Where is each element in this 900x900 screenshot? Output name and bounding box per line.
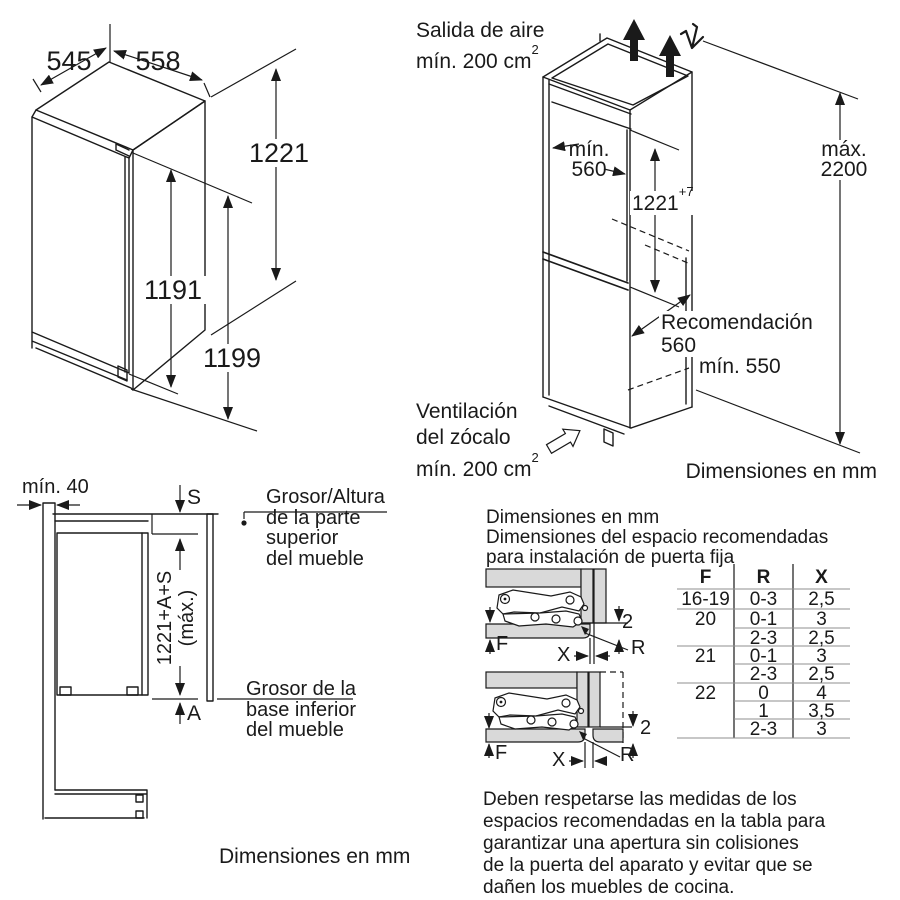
table-header-x: X	[815, 567, 828, 588]
dim-height-total: 1221	[240, 139, 318, 167]
table-grid	[677, 564, 850, 739]
hinge2-gap-label: 2	[640, 717, 652, 739]
table-cell: 2-3	[749, 719, 778, 740]
base-thickness-label: A	[187, 702, 202, 725]
dim-depth: 545	[46, 46, 92, 76]
bottom-note: Grosor de la base inferior del mueble	[246, 678, 357, 741]
hinge2-radius-label: R	[620, 744, 635, 766]
table-cell: 3,5	[808, 701, 835, 722]
table-cell: 2-3	[749, 664, 778, 685]
table-header-f: F	[699, 567, 712, 588]
door-table-title: Dimensiones en mm Dimensiones del espaci…	[486, 507, 829, 568]
block-arrow-icon	[545, 428, 581, 455]
table-cell: 0-3	[749, 589, 778, 610]
niche-height-label: 1221+7	[630, 184, 696, 216]
hinge-detail-bottom	[484, 671, 638, 768]
table-cell: 22	[694, 683, 717, 704]
arrow-up-icon	[623, 19, 645, 61]
depth-recommendation-label: Recomendación 560	[659, 311, 815, 357]
niche-width-label: mín. 560	[568, 138, 610, 181]
table-cell: 16-19	[681, 589, 730, 610]
dim-width: 558	[135, 46, 181, 76]
hinge-detail-top	[485, 568, 629, 664]
table-cell: 0-1	[749, 646, 778, 667]
air-outlet-label: Salida de aire mín. 200 cm2	[416, 18, 544, 74]
table-cell: 3	[816, 719, 827, 740]
dim-door-height: 1191	[134, 276, 212, 304]
hinge1-door-thickness-label: F	[496, 633, 509, 655]
table-cell: 3	[816, 609, 827, 630]
max-height-label: máx. 2200	[800, 139, 888, 180]
wall-min-label: mín. 40	[22, 476, 89, 498]
depth-min-label: mín. 550	[697, 355, 783, 379]
table-cell: 3	[816, 646, 827, 667]
hinge2-door-thickness-label: F	[495, 742, 508, 764]
table-cell: 2,5	[808, 628, 835, 649]
plinth-vent-label: Ventilación del zócalo mín. 200 cm2	[416, 400, 539, 481]
niche-isometric	[542, 19, 861, 455]
stack-dimension-label: 1221+A+S (máx.)	[154, 570, 198, 666]
table-header-r: R	[756, 567, 771, 588]
air-flow-icon	[679, 22, 705, 50]
table-cell: 2,5	[808, 664, 835, 685]
hinge2-side-gap-label: X	[552, 749, 566, 771]
table-cell: 0	[758, 683, 769, 704]
units-note-niche: Dimensiones en mm	[685, 460, 877, 483]
air-outlet-line1: Salida de aire	[416, 19, 545, 42]
table-cell: 0-1	[749, 609, 778, 630]
section-drawing	[17, 485, 387, 820]
table-cell: 1	[758, 701, 769, 722]
top-note: Grosor/Altura de la parte superior del m…	[266, 486, 385, 570]
appliance-isometric	[31, 24, 297, 432]
table-cell: 2,5	[808, 589, 835, 610]
table-cell: 21	[694, 646, 717, 667]
arrow-up-icon	[659, 35, 681, 77]
dim-height-back: 1199	[193, 344, 271, 372]
units-note-section: Dimensiones en mm	[219, 845, 411, 868]
top-thickness-label: S	[187, 486, 202, 509]
air-outlet-line2: mín. 200 cm2	[416, 42, 539, 73]
hinge1-radius-label: R	[631, 637, 646, 659]
hinge1-gap-label: 2	[622, 611, 634, 633]
door-clearance-note: Deben respetarse las medidas de los espa…	[483, 789, 826, 898]
table-cell: 2-3	[749, 628, 778, 649]
hinge1-side-gap-label: X	[557, 644, 571, 666]
table-cell: 20	[694, 609, 717, 630]
table-cell: 4	[816, 683, 827, 704]
